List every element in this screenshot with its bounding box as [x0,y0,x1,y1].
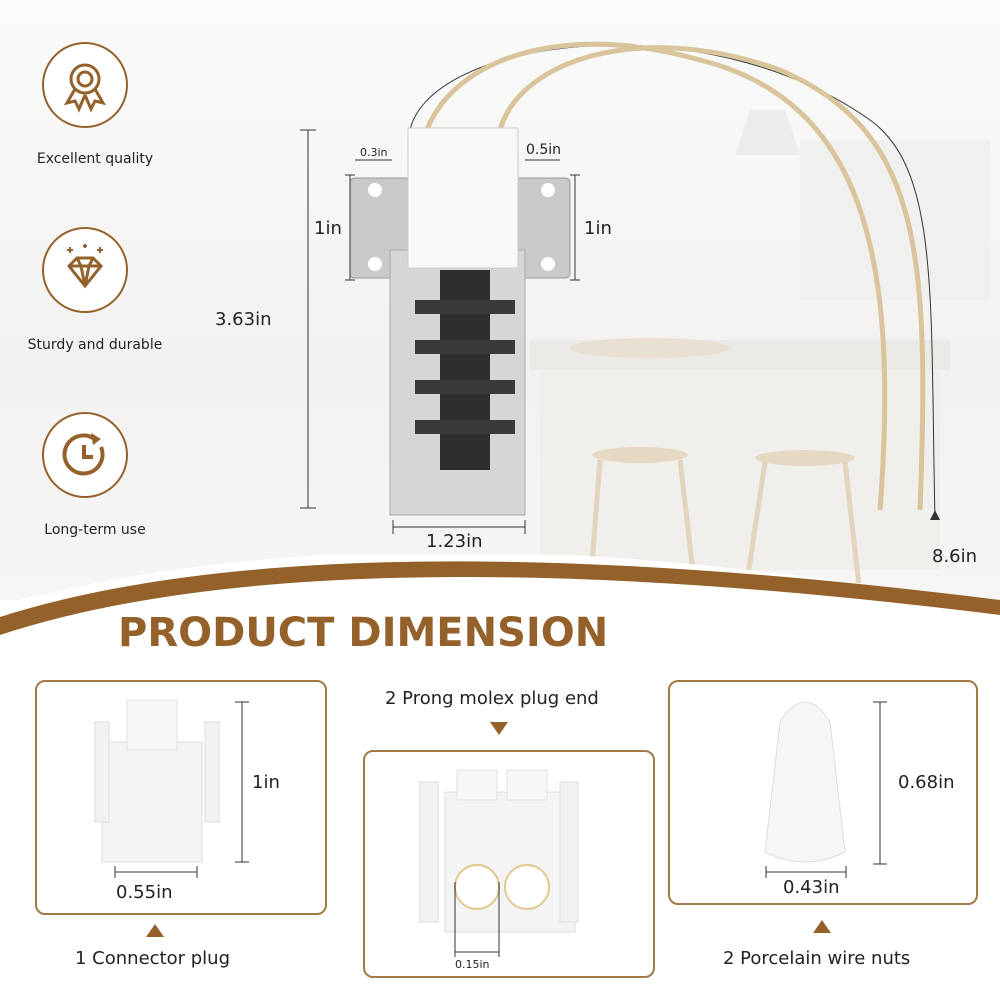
part-caption: 1 Connector plug [75,948,230,969]
connector-plug-image [94,699,249,878]
part-caption: 2 Porcelain wire nuts [723,948,911,969]
molex-plug-panel [363,750,655,978]
award-medal-icon [42,42,128,128]
connector-width: 0.55in [116,882,173,903]
bracket-left-dimension: 1in [314,218,342,239]
up-arrow-icon [813,920,831,933]
wire-nut-height: 0.68in [898,772,955,793]
igniter-diagram [300,41,940,534]
bracket-right-dimension: 1in [584,218,612,239]
feature-label: Long-term use [44,522,146,538]
wire-nuts-panel [668,680,978,905]
height-dimension: 3.63in [215,309,272,330]
feature-label: Excellent quality [36,151,154,167]
wire-nut-image [764,701,887,878]
connector-plug-panel [35,680,327,915]
feature-label: Sturdy and durable [27,337,163,353]
part-caption: 2 Prong molex plug end [385,688,599,709]
tab-left-dimension: 0.3in [360,146,388,159]
up-arrow-icon [146,924,164,937]
down-arrow-icon [490,722,508,735]
diamond-icon [42,227,128,313]
width-dimension: 1.23in [426,531,483,552]
clock-icon [42,412,128,498]
wire-length-dimension: 8.6in [932,546,978,567]
brand-swoosh [0,555,1000,675]
tab-right-dimension: 0.5in [526,142,562,158]
molex-width: 0.15in [455,958,490,971]
connector-height: 1in [252,772,280,793]
molex-plug-image [419,769,579,957]
section-title: PRODUCT DIMENSION [118,610,609,656]
wire-nut-width: 0.43in [783,877,840,898]
